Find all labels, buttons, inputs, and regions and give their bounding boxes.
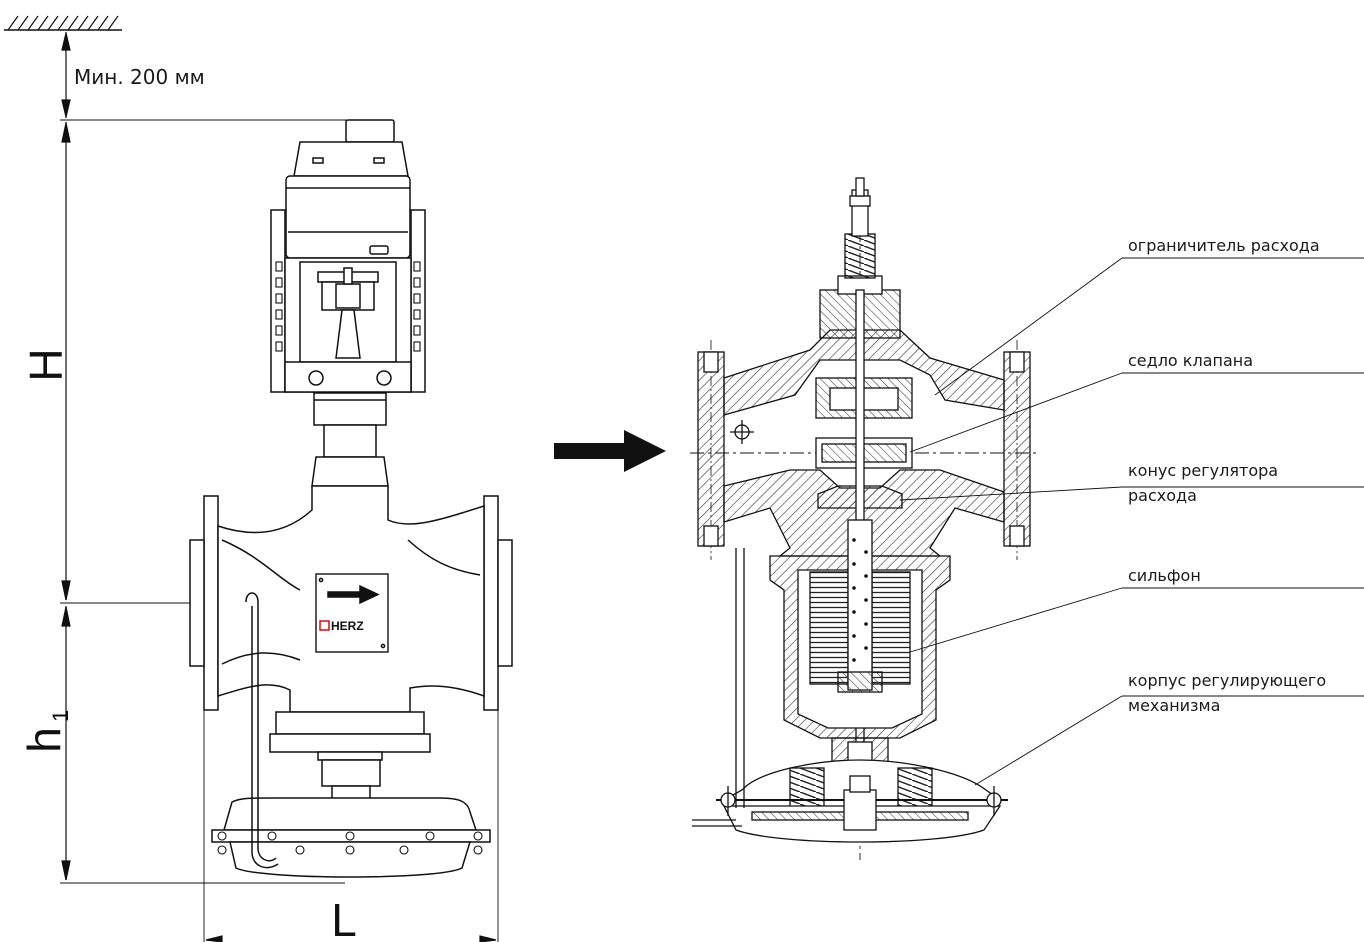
dimension-H-label: H [20,348,72,381]
dimension-lines [60,32,499,942]
herz-nameplate [315,573,389,653]
valve-cross-section [690,177,1040,860]
label-cone-line2: расхода [1128,486,1197,505]
label-bellows: сильфон [1128,566,1201,585]
label-valve-seat: седло клапана [1128,351,1253,370]
callout-leaders [899,257,1364,786]
label-cone-line1: конус регулятора [1128,461,1278,480]
label-flow-limiter: ограничитель расхода [1128,236,1320,255]
valve-body-external [189,485,513,878]
dimension-h1-label: h 1 [18,710,73,753]
actuator [270,119,426,487]
min-clearance-label: Мин. 200 мм [74,65,205,89]
label-housing-line1: корпус регулирующего [1128,671,1326,690]
dimension-L-label: L [331,894,357,942]
ceiling-mark [4,15,122,31]
transition-arrow [554,430,666,472]
herz-logo: HERZ [331,619,364,633]
dimension-h1-main: h [18,727,70,753]
dimension-h1-sub: 1 [48,710,73,722]
label-housing-line2: механизма [1128,696,1220,715]
